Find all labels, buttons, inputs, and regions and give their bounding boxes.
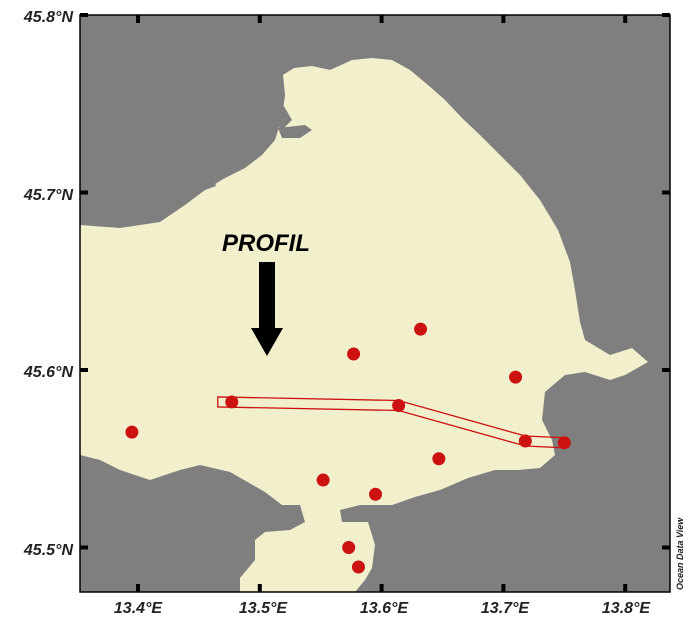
lon-label: 13.7°E (481, 600, 531, 617)
station-point (316, 473, 330, 487)
lon-label: 13.5°E (239, 600, 289, 617)
station-point (432, 452, 446, 466)
station-point (125, 425, 139, 439)
station-point (342, 541, 356, 554)
station-point (392, 399, 406, 412)
station-point (351, 560, 365, 574)
station-point (414, 322, 428, 336)
lon-label: 13.4°E (114, 600, 164, 617)
stations-group (125, 322, 571, 574)
lat-label: 45.5°N (23, 542, 74, 559)
station-point (509, 370, 523, 384)
sea-area (80, 58, 648, 592)
station-point (347, 347, 361, 361)
station-point (518, 434, 532, 448)
map-frame (79, 14, 671, 593)
station-point (369, 487, 383, 501)
credit-label: Ocean Data View (675, 517, 685, 590)
frame-ticks (80, 13, 670, 592)
lagoon-islands (80, 72, 312, 192)
down-arrow-icon (251, 262, 283, 356)
lat-label: 45.6°N (23, 364, 74, 381)
lat-label: 45.7°N (23, 187, 74, 204)
station-point (557, 436, 571, 450)
profile-label: PROFIL (222, 230, 310, 257)
station-point (225, 395, 239, 409)
lon-label: 13.8°E (602, 600, 652, 617)
lat-label: 45.8°N (23, 9, 74, 26)
lon-label: 13.6°E (360, 600, 410, 617)
